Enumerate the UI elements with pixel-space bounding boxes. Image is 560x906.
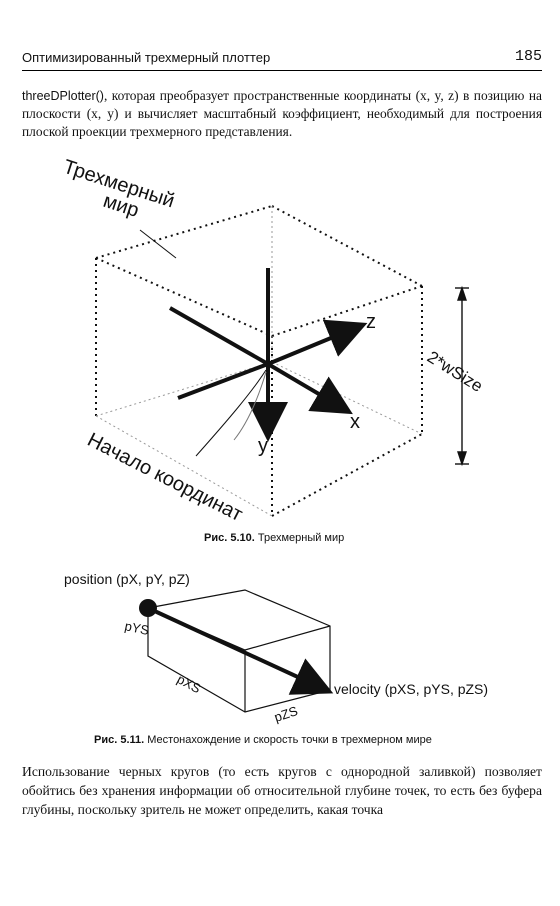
origin-leader-line-2: [233, 371, 267, 441]
world-leader-line: [139, 229, 177, 259]
world-cube-hidden-edges: [95, 206, 423, 517]
axis-z-back: [177, 362, 269, 400]
figure2-caption-number: Рис. 5.11.: [94, 734, 145, 746]
function-name: threeDPlotter(): [22, 89, 104, 103]
axis-x-label: x: [350, 411, 360, 433]
figure1-caption-text: Трехмерный мир: [257, 532, 345, 544]
page-number: 185: [514, 48, 542, 65]
figure1-caption: Рис. 5.10. Трехмерный мир: [204, 532, 344, 544]
axis-x-back: [169, 306, 269, 366]
axis-y-label: y: [258, 435, 268, 457]
figure2-caption-text: Местонахождение и скорость точки в трехм…: [147, 734, 432, 746]
figure2-caption: Рис. 5.11. Местонахождение и скорость то…: [94, 734, 432, 746]
intro-text: , которая преобразует пространственные к…: [22, 88, 542, 139]
axis-z: [267, 319, 368, 366]
origin-label: Начало координат: [84, 429, 246, 526]
running-title: Оптимизированный трехмерный плоттер: [22, 50, 271, 65]
axis-z-label: z: [366, 311, 376, 333]
axes: [169, 268, 368, 442]
size-label: 2*wSize: [424, 347, 486, 396]
closing-paragraph: Использование черных кругов (то есть кру…: [22, 764, 542, 817]
size-dimension: [455, 285, 469, 467]
figure1-caption-number: Рис. 5.10.: [204, 532, 255, 544]
intro-paragraph: threeDPlotter(), которая преобразует про…: [22, 87, 542, 141]
origin-leader-line: [195, 369, 267, 457]
running-header: Оптимизированный трехмерный плоттер 185: [22, 44, 542, 71]
axis-x: [266, 362, 353, 415]
